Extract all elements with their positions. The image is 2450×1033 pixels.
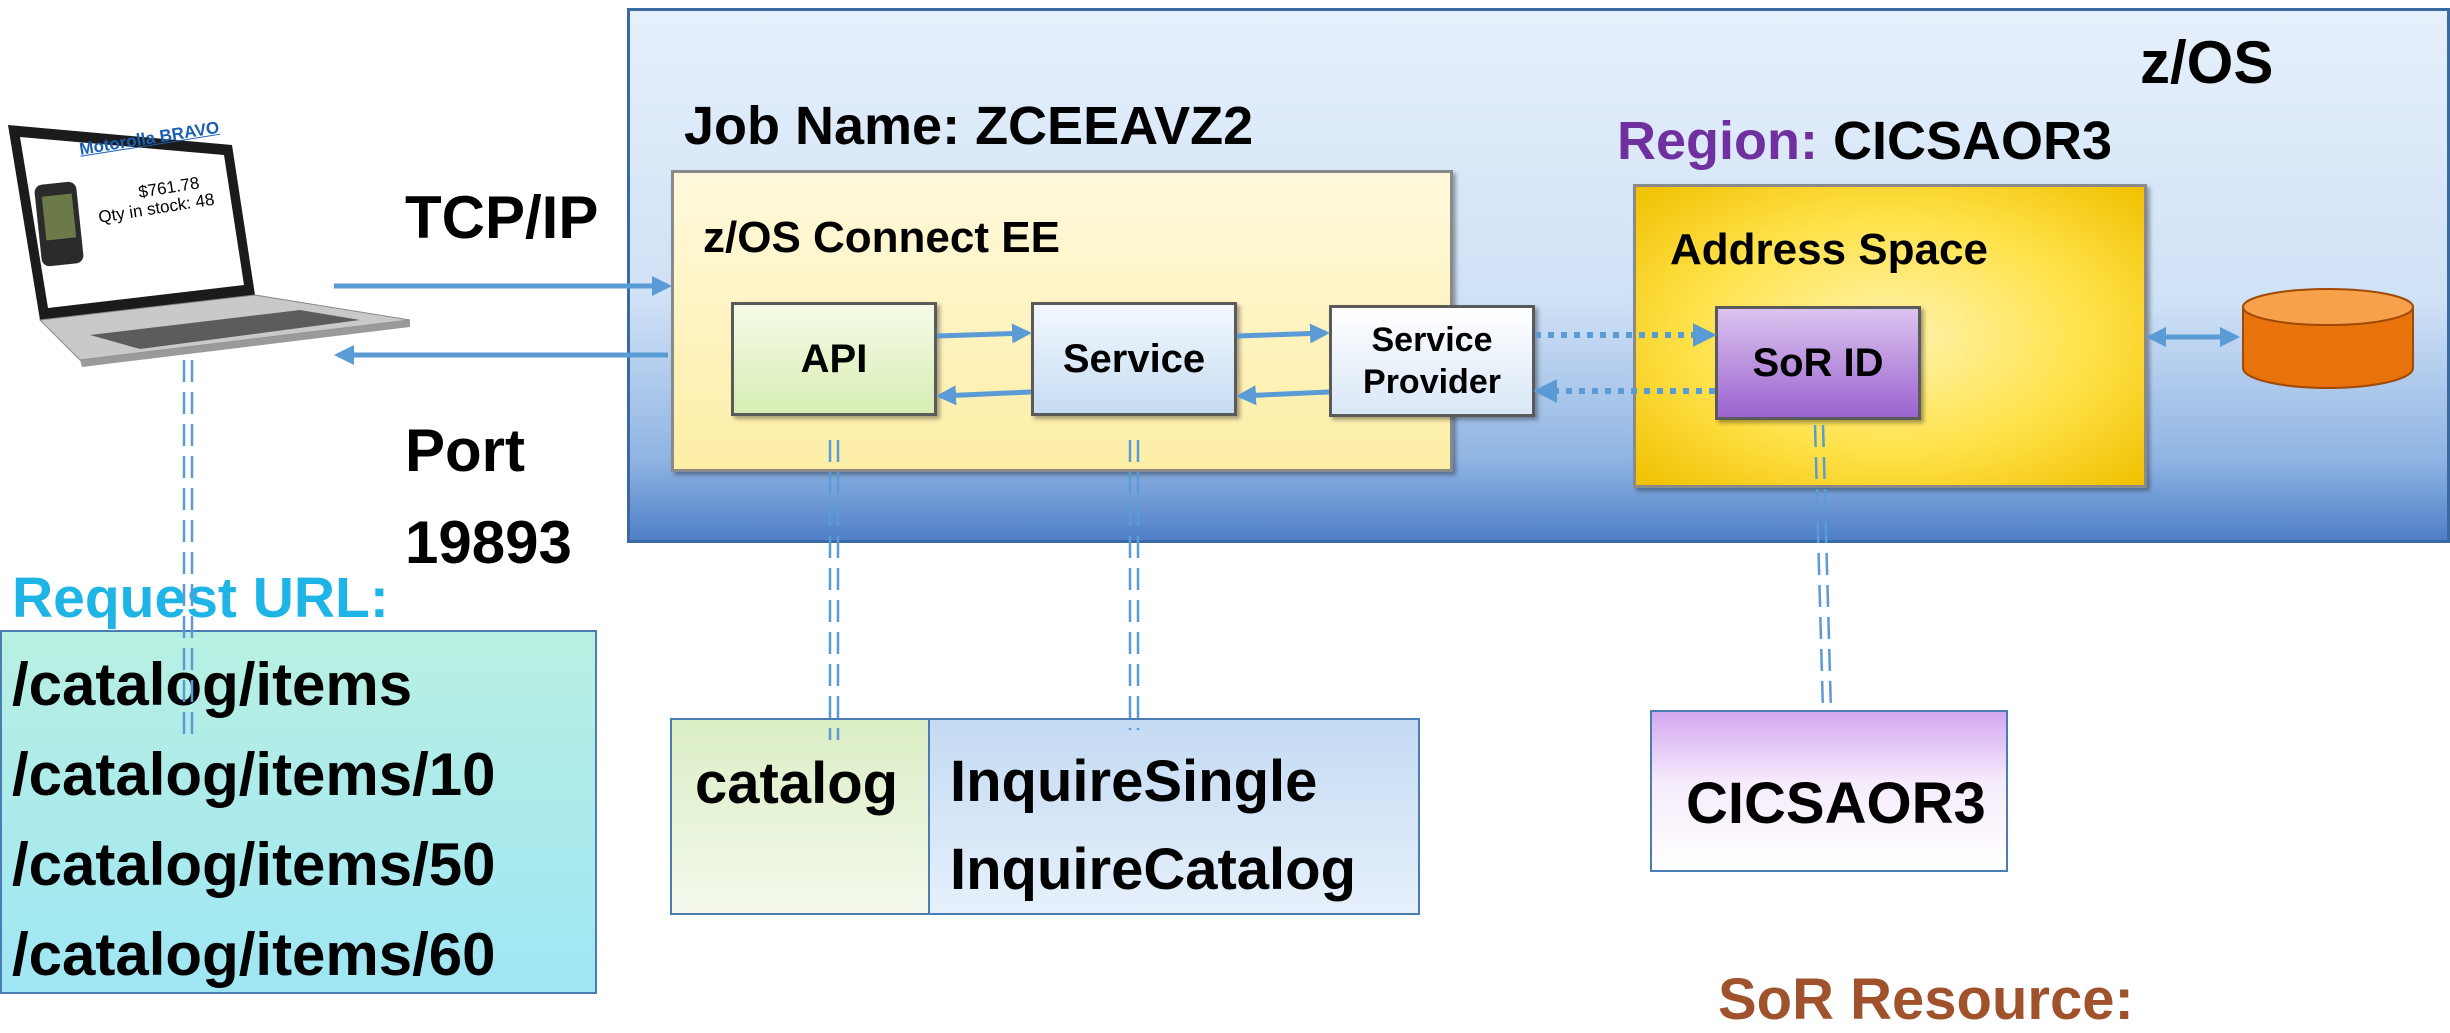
- api-label: API: [800, 336, 868, 381]
- region-label: Region: CICSAOR3: [1617, 110, 2112, 172]
- job-name-label: Job Name: ZCEEAVZ2: [684, 96, 1254, 156]
- inquire-note-text: InquireSingle InquireCatalog: [950, 738, 1356, 914]
- request-url-note: [0, 630, 597, 994]
- laptop-icon: [8, 125, 411, 367]
- port-word: Port: [405, 417, 525, 484]
- service-box[interactable]: Service: [1031, 302, 1237, 416]
- tcpip-label: TCP/IP: [405, 184, 599, 251]
- service-provider-label-line1: Service: [1371, 321, 1493, 359]
- request-url-item: /catalog/items/10: [12, 741, 496, 808]
- sor-id-box[interactable]: SoR ID: [1715, 306, 1921, 420]
- service-label: Service: [1062, 336, 1206, 381]
- cics-note-text: CICSAOR3: [1686, 771, 1986, 836]
- sor-resource-label: SoR Resource:: [1718, 967, 2134, 1032]
- api-box[interactable]: API: [731, 302, 937, 416]
- port-label: Port 19893: [405, 405, 572, 589]
- request-url-list: /catalog/items /catalog/items/10 /catalo…: [12, 640, 496, 1000]
- cics-note: [1650, 710, 2008, 872]
- sor-id-label: SoR ID: [1752, 340, 1884, 385]
- inquire-note: [928, 718, 1420, 915]
- address-space-label: Address Space: [1670, 225, 1988, 274]
- port-number: 19893: [405, 509, 572, 576]
- zos-connect-ee-label: z/OS Connect EE: [703, 213, 1060, 262]
- service-provider-box[interactable]: Service Provider: [1329, 305, 1535, 417]
- catalog-note: [670, 718, 935, 915]
- region-name: CICSAOR3: [1833, 111, 2113, 171]
- request-url-item: /catalog/items/50: [12, 831, 496, 898]
- zos-label: z/OS: [2140, 29, 2274, 96]
- catalog-note-text: catalog: [695, 751, 899, 816]
- database-icon: [2242, 288, 2414, 389]
- inquire-single-text: InquireSingle: [950, 749, 1318, 814]
- request-url-item: /catalog/items/60: [12, 921, 496, 988]
- request-url-label: Request URL:: [12, 566, 389, 630]
- inquire-catalog-text: InquireCatalog: [950, 837, 1357, 902]
- region-prefix: Region:: [1617, 111, 1818, 171]
- service-provider-label-line2: Provider: [1363, 363, 1501, 401]
- request-url-item: /catalog/items: [12, 651, 413, 718]
